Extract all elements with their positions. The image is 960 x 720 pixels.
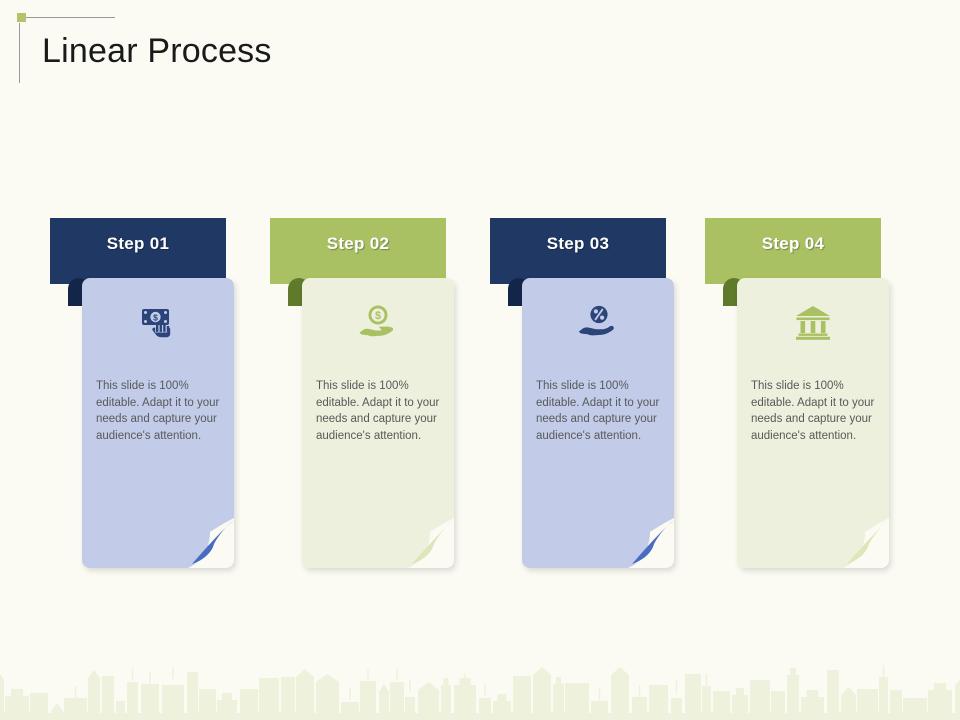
hand-holding-percent-coin-icon — [522, 300, 674, 346]
page-curl-04 — [843, 518, 889, 568]
step-label-02: Step 02 — [326, 234, 390, 253]
step-label-03: Step 03 — [546, 234, 610, 253]
page-title: Linear Process — [42, 32, 272, 70]
svg-text:$: $ — [153, 313, 158, 323]
step-header-04: Step 04 — [705, 218, 881, 284]
step-header-02: Step 02 — [270, 218, 446, 284]
step-body-03: This slide is 100% editable. Adapt it to… — [522, 278, 674, 568]
step-header-01: Step 01 — [50, 218, 226, 284]
steps-row: Step 01 $ — [0, 218, 960, 578]
step-card-03[interactable]: Step 03 This sl — [490, 218, 710, 573]
title-rule-horizontal — [25, 17, 115, 18]
title-block: Linear Process — [0, 0, 520, 110]
step-body-02: $ This slide is 100% editable. Adapt it … — [302, 278, 454, 568]
hand-holding-dollar-coin-icon: $ — [302, 300, 454, 346]
step-card-02[interactable]: Step 02 $ — [270, 218, 490, 573]
title-rule-vertical — [19, 23, 20, 83]
city-skyline-decoration — [0, 648, 960, 720]
title-square-marker-icon — [17, 13, 26, 22]
page-curl-03 — [628, 518, 674, 568]
step-header-03: Step 03 — [490, 218, 666, 284]
page-curl-02 — [408, 518, 454, 568]
bank-building-icon — [737, 300, 889, 346]
step-text-04: This slide is 100% editable. Adapt it to… — [751, 380, 875, 442]
step-text-02: This slide is 100% editable. Adapt it to… — [316, 380, 440, 442]
step-label-04: Step 04 — [761, 234, 825, 253]
step-text-03: This slide is 100% editable. Adapt it to… — [536, 380, 660, 442]
money-in-hand-icon: $ — [82, 300, 234, 346]
step-card-01[interactable]: Step 01 $ — [50, 218, 270, 573]
step-label-01: Step 01 — [106, 234, 170, 253]
step-body-04: This slide is 100% editable. Adapt it to… — [737, 278, 889, 568]
page-curl-01 — [188, 518, 234, 568]
svg-text:$: $ — [375, 310, 381, 322]
step-card-04[interactable]: Step 04 — [705, 218, 925, 573]
step-text-01: This slide is 100% editable. Adapt it to… — [96, 380, 220, 442]
step-body-01: $ This slide is 100% edi — [82, 278, 234, 568]
